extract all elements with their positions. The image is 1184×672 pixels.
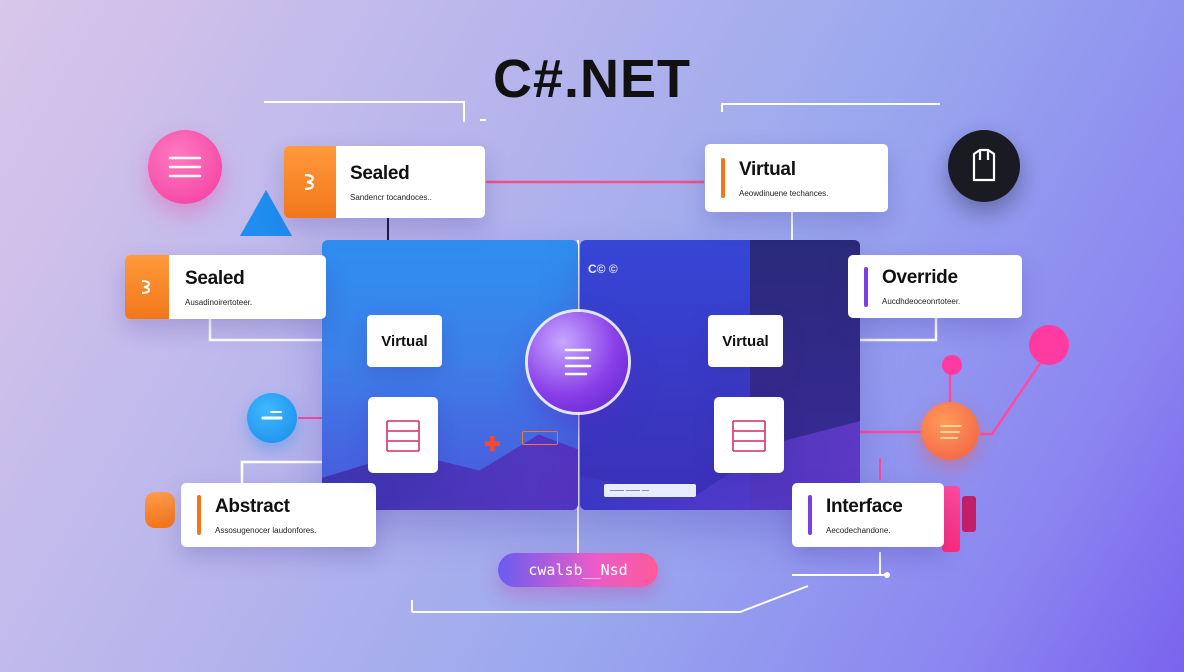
minus-circle-icon[interactable] [247,393,297,443]
pink-side-bar-dark [962,496,976,532]
card-subtitle: Aeowdinuene techances. [739,188,829,198]
accent-bar [864,266,868,307]
card-title: Sealed [185,267,245,289]
accent-bar [721,158,725,198]
sealed-badge-icon [125,255,169,319]
card-override[interactable]: Override Aucdhdeoceonrtoteer. [848,255,1022,318]
card-subtitle: Sandencr tocandoces.. [350,192,432,202]
card-subtitle: Ausadinoirertoteer. [185,297,253,307]
accent-bar [808,495,812,535]
right-panel-tag: C© © [588,262,618,276]
card-virtual-top[interactable]: Virtual Aeowdinuene techances. [705,144,888,212]
card-title: Interface [826,495,903,517]
card-subtitle: Aecodechandone. [826,525,891,535]
sealed-badge-icon [284,146,336,218]
orange-orb-icon[interactable] [921,402,979,460]
card-title: Sealed [350,162,410,184]
card-subtitle: Aucdhdeoceonrtoteer. [882,297,961,306]
card-virtual-right[interactable]: Virtual [708,315,783,367]
panel-search-field[interactable]: —— —— — [604,484,696,497]
card-virtual-left[interactable]: Virtual [367,315,442,367]
card-title: Virtual [739,158,796,180]
card-title: Abstract [215,495,290,517]
pink-node-large [1029,325,1069,365]
plus-icon: ✚ [484,434,501,456]
triangle-shape [240,190,292,236]
accent-bar [197,495,201,535]
left-panel [322,240,578,510]
card-abstract[interactable]: Abstract Assosugenocer laudonfores. [181,483,376,547]
card-title: Override [882,267,958,288]
menu-circle-icon[interactable] [148,130,222,204]
list-box-left[interactable] [368,397,438,473]
pink-side-bar [942,486,960,552]
bottom-pill-button[interactable]: cwalsb__Nsd [498,553,658,587]
card-sealed-left[interactable]: Sealed Ausadinoirertoteer. [125,255,326,319]
orange-blob-icon [145,492,175,528]
tag-box-icon [522,431,558,445]
shirt-circle-icon[interactable] [948,130,1020,202]
card-subtitle: Assosugenocer laudonfores. [215,525,317,535]
card-interface[interactable]: Interface Aecodechandone. [792,483,944,547]
list-box-right[interactable] [714,397,784,473]
list-icon [386,420,420,452]
center-hub-icon[interactable] [528,312,628,412]
page-title: C#.NET [492,49,692,109]
pink-node-small [942,355,962,375]
card-sealed-top[interactable]: Sealed Sandencr tocandoces.. [284,146,485,218]
list-icon [732,420,766,452]
